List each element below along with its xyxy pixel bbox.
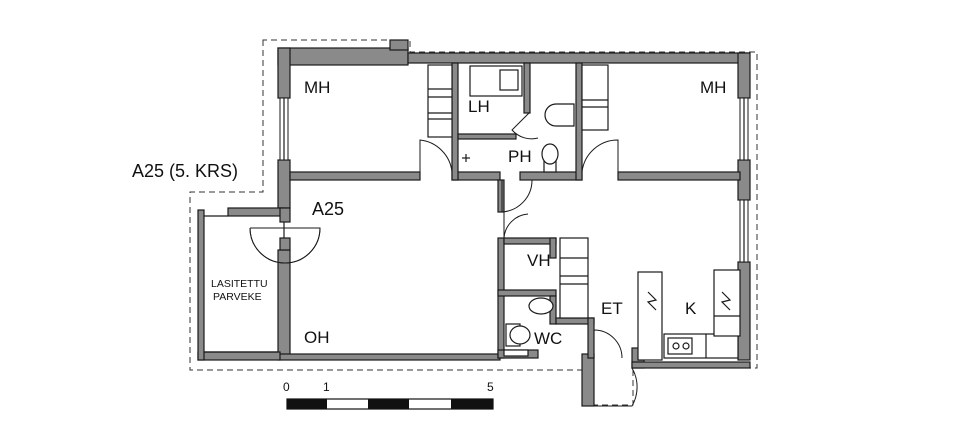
apartment-code: A25 [312, 199, 344, 219]
windows [279, 97, 749, 263]
labels: A25 (5. KRS) A25 MH MH LH PH VH WC ET K … [132, 78, 726, 348]
closets [427, 64, 609, 319]
room-label-wc: WC [534, 329, 562, 348]
balcony-label-line1: LASITETTU [211, 278, 268, 290]
kitchen-fittings [637, 269, 741, 361]
scale-bar: 0 1 5 [283, 380, 494, 410]
balcony-label-line2: PARVEKE [213, 291, 262, 303]
room-label-lh: LH [468, 97, 490, 116]
room-label-vh: VH [527, 251, 551, 270]
room-label-mh-right: MH [700, 78, 726, 97]
room-label-oh: OH [304, 328, 330, 347]
scale-tick-5: 5 [487, 380, 494, 394]
balcony-glazing [204, 215, 278, 353]
scale-tick-0: 0 [283, 380, 290, 394]
room-label-ph: PH [508, 147, 532, 166]
apartment-title: A25 (5. KRS) [132, 161, 238, 181]
exterior-walls [197, 39, 751, 407]
scale-tick-1: 1 [323, 380, 330, 394]
doors [249, 111, 638, 407]
sanitary-fixtures [462, 65, 575, 357]
room-label-k: K [685, 299, 697, 318]
room-label-et: ET [601, 299, 623, 318]
room-label-mh-left: MH [304, 78, 330, 97]
